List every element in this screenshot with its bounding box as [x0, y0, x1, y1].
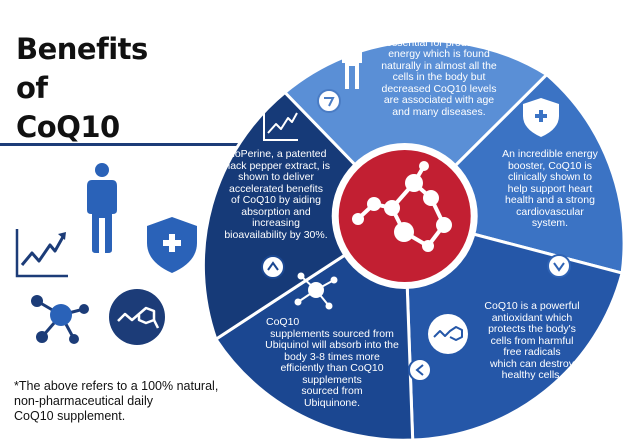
text-line: An incredible energy: [502, 148, 598, 160]
title-line: of: [16, 71, 48, 105]
footnote-line: CoQ10 supplement.: [14, 409, 126, 423]
text-line: which can destroy: [489, 357, 575, 370]
text-line: bioavailability by 30%.: [224, 228, 328, 241]
title-line: Benefits: [16, 32, 148, 66]
text-line: of CoQ10 by aiding: [231, 194, 321, 206]
text-line: Ubiquinone.: [303, 396, 361, 409]
text-line: CoQ10 is a nutrient: [393, 25, 485, 37]
molecule-cluster-icon: [352, 161, 452, 252]
human-body-icon: [342, 31, 362, 89]
text-line: body 3-8 times more: [284, 350, 380, 363]
center-core: [338, 150, 471, 282]
trending-chart-icon: [263, 110, 298, 141]
text-line: antioxidant which: [491, 311, 573, 324]
text-line: CoQ10 is a powerful: [484, 300, 580, 312]
molecule-icon: [109, 289, 165, 345]
segment-left-text: BioPerine, a patented black pepper extra…: [210, 148, 342, 241]
text-line: increasing: [252, 217, 300, 229]
segment-top-text: CoQ10 is a nutrient essential for produc…: [366, 25, 512, 118]
chevron-node-right: [547, 254, 571, 278]
text-line: CoQ10: [266, 316, 300, 328]
chevron-node-bottom: [408, 358, 432, 382]
text-line: protects the body's: [488, 323, 576, 335]
text-line: energy which is found: [388, 48, 490, 60]
text-line: are associated with age: [383, 94, 495, 106]
text-line: essential for producing: [386, 36, 492, 49]
title-divider: [0, 143, 248, 146]
text-line: supplements: [302, 373, 362, 386]
segment-bottom-left-text: CoQ10 supplements sourced from Ubiquinol…: [252, 316, 412, 409]
text-line: help support heart: [507, 182, 593, 195]
text-line: cells in the body but: [392, 71, 486, 83]
shield-plus-icon: [147, 217, 197, 273]
footnote-line: *The above refers to a 100% natural,: [14, 379, 219, 393]
network-icon: [31, 295, 89, 344]
text-line: absorption and: [241, 205, 311, 218]
text-line: health and a strong: [505, 194, 595, 206]
text-line: shown to deliver: [238, 171, 314, 183]
text-line: booster, CoQ10 is: [507, 159, 593, 172]
chevron-node-top-left: [317, 89, 341, 113]
network-icon: [294, 272, 338, 310]
trending-chart-icon: [15, 229, 68, 278]
footnote: *The above refers to a 100% natural, non…: [14, 379, 274, 424]
text-line: cells from harmful: [490, 334, 574, 347]
text-line: clinically shown to: [507, 171, 593, 183]
text-line: naturally in almost all the: [381, 59, 497, 72]
human-body-icon: [87, 163, 117, 253]
text-line: Ubiquinol will absorb into the: [265, 339, 399, 351]
text-line: free radicals: [503, 346, 561, 358]
text-line: sourced from: [301, 385, 363, 397]
text-line: healthy cells.: [501, 369, 563, 381]
title-line: CoQ10: [16, 110, 120, 144]
chevron-node-left: [261, 255, 285, 279]
text-line: decreased CoQ10 levels: [381, 82, 497, 95]
text-line: cardiovascular: [516, 205, 584, 218]
footnote-line: non-pharmaceutical daily: [14, 394, 153, 408]
segment-bottom-right-text: CoQ10 is a powerful antioxidant which pr…: [472, 300, 592, 382]
shield-plus-icon: [523, 98, 559, 137]
text-line: black pepper extract, is: [222, 159, 330, 172]
text-line: accelerated benefits: [229, 182, 323, 195]
segment-top: [282, 39, 550, 219]
page-title: Benefits of CoQ10: [16, 30, 148, 147]
molecule-icon: [428, 314, 468, 354]
text-line: system.: [531, 217, 569, 229]
text-line: efficiently than CoQ10: [280, 362, 384, 374]
segment-right-text: An incredible energy booster, CoQ10 is c…: [491, 148, 609, 230]
text-line: supplements sourced from: [270, 327, 394, 340]
text-line: and many diseases.: [392, 105, 486, 118]
text-line: BioPerine, a patented: [225, 148, 327, 160]
